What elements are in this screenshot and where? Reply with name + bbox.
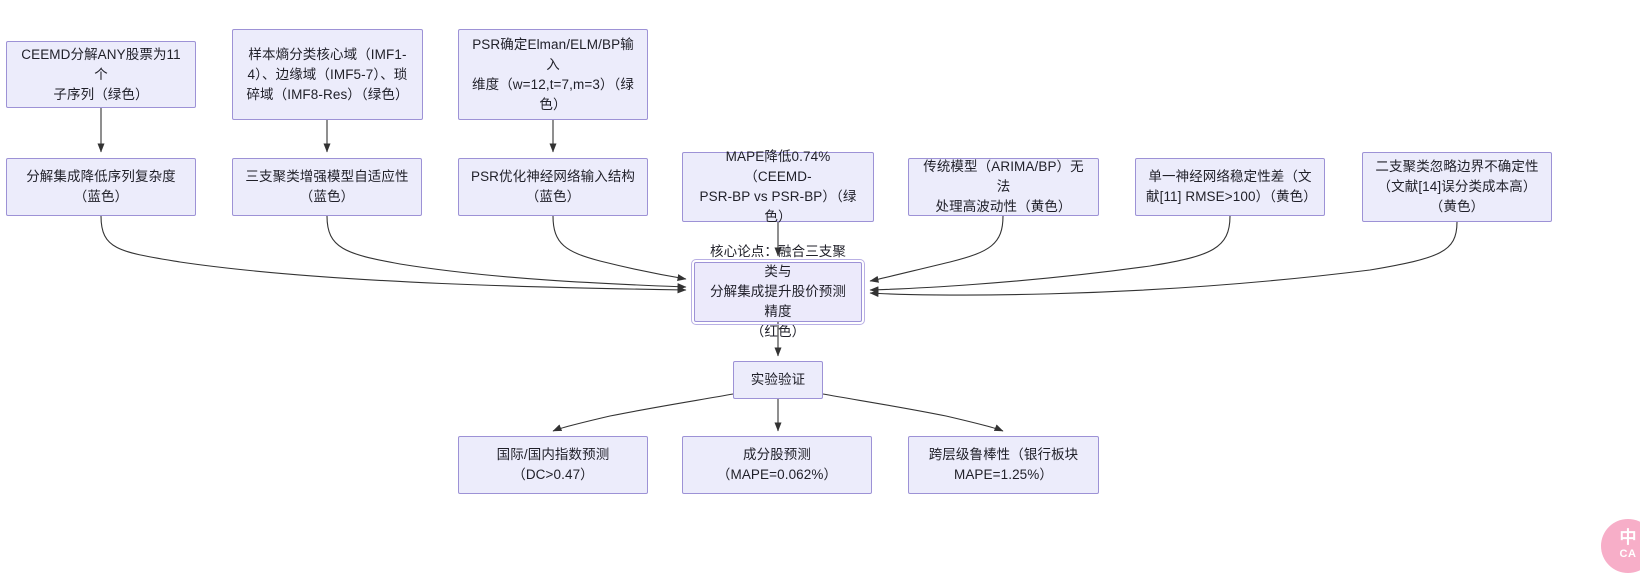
node-n8[interactable]: 传统模型（ARIMA/BP）无法 处理高波动性（黄色） <box>908 158 1099 216</box>
node-n7[interactable]: MAPE降低0.74%（CEEMD- PSR-BP vs PSR-BP）（绿 色… <box>682 149 874 224</box>
node-n4[interactable]: 分解集成降低序列复杂度 （蓝色） <box>6 158 196 216</box>
node-label: PSR优化神经网络输入结构 （蓝色） <box>470 169 636 204</box>
node-n9[interactable]: 单一神经网络稳定性差（文 献[11] RMSE>100）（黄色） <box>1135 158 1325 216</box>
watermark-line-2: CA <box>1619 548 1637 560</box>
node-n10[interactable]: 二支聚类忽略边界不确定性 （文献[14]误分类成本高） （黄色） <box>1362 152 1552 222</box>
node-label: 核心论点：融合三支聚类与 分解集成提升股价预测精度 （红色） <box>710 244 846 339</box>
node-label: CEEMD分解ANY股票为11个 子序列（绿色） <box>21 46 181 102</box>
edge-n9-to-core <box>869 215 1231 294</box>
edge-n10-to-core <box>869 221 1458 298</box>
node-label: 传统模型（ARIMA/BP）无法 处理高波动性（黄色） <box>923 159 1084 214</box>
watermark-line-1: 中 <box>1619 528 1637 547</box>
node-label: 跨层级鲁棒性（银行板块 MAPE=1.25%） <box>928 447 1079 482</box>
node-n2[interactable]: 样本熵分类核心域（IMF1- 4）、边缘域（IMF5-7）、琐 碎域（IMF8-… <box>232 29 423 120</box>
node-label: MAPE降低0.74%（CEEMD- PSR-BP vs PSR-BP）（绿 色… <box>699 149 857 224</box>
edge-n4-to-core <box>100 215 687 294</box>
node-n5[interactable]: 三支聚类增强模型自适应性 （蓝色） <box>232 158 422 216</box>
edge-n8-to-core <box>869 215 1004 283</box>
node-n11[interactable]: 实验验证 <box>733 361 823 399</box>
node-label: 分解集成降低序列复杂度 （蓝色） <box>26 169 176 204</box>
edge-n6-to-core <box>552 215 687 282</box>
node-n12[interactable]: 国际/国内指数预测 （DC>0.47） <box>458 436 648 494</box>
node-label: 国际/国内指数预测 （DC>0.47） <box>496 447 610 482</box>
node-label: 三支聚类增强模型自适应性 （蓝色） <box>245 169 409 204</box>
node-n14[interactable]: 跨层级鲁棒性（银行板块 MAPE=1.25%） <box>908 436 1099 494</box>
node-core[interactable]: 核心论点：融合三支聚类与 分解集成提升股价预测精度 （红色） <box>691 244 865 339</box>
node-n3[interactable]: PSR确定Elman/ELM/BP输入 维度（w=12,t=7,m=3）（绿 色… <box>458 29 648 120</box>
node-label: PSR确定Elman/ELM/BP输入 维度（w=12,t=7,m=3）（绿 色… <box>472 36 634 112</box>
node-label: 单一神经网络稳定性差（文 献[11] RMSE>100）（黄色） <box>1146 169 1317 204</box>
node-label: 二支聚类忽略边界不确定性 （文献[14]误分类成本高） （黄色） <box>1375 159 1539 214</box>
edge-n5-to-core <box>326 215 687 291</box>
node-label: 成分股预测 （MAPE=0.062%） <box>716 447 838 482</box>
watermark-badge: 中 CA <box>1601 519 1640 573</box>
node-n13[interactable]: 成分股预测 （MAPE=0.062%） <box>682 436 872 494</box>
node-label: 样本熵分类核心域（IMF1- 4）、边缘域（IMF5-7）、琐 碎域（IMF8-… <box>246 46 409 102</box>
edge-n11-to-n12 <box>552 393 734 432</box>
edge-n11-to-n14 <box>822 393 1004 432</box>
node-n6[interactable]: PSR优化神经网络输入结构 （蓝色） <box>458 158 648 216</box>
node-n1[interactable]: CEEMD分解ANY股票为11个 子序列（绿色） <box>6 41 196 108</box>
node-label: 实验验证 <box>750 372 806 387</box>
